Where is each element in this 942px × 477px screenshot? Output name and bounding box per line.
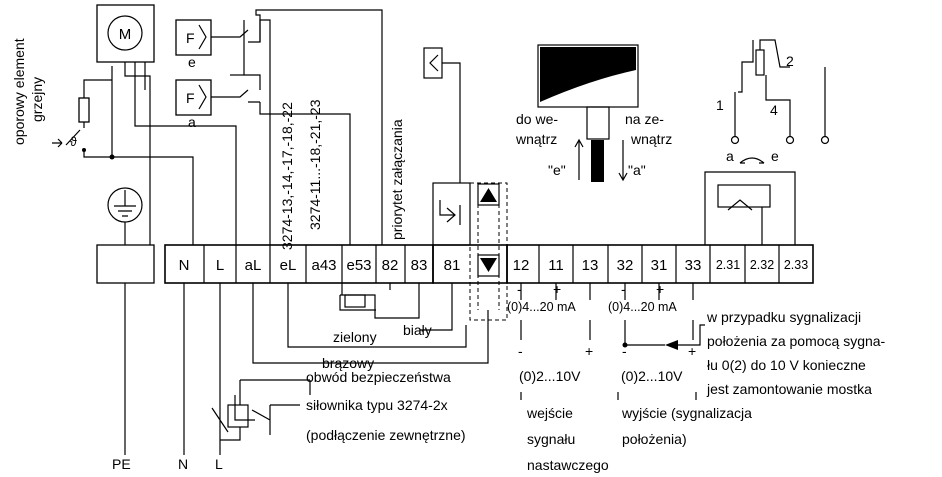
pot-dir-a: a: [726, 148, 734, 164]
vertical-label-group2: 3274-11...-18,-21,-23: [307, 99, 323, 230]
terminal-82: 82: [382, 257, 399, 274]
heater-label-line1: oporowy element: [11, 38, 27, 145]
input-label-line2: sygnału: [527, 431, 575, 447]
safety-line1: obwód bezpieczeństwa: [306, 369, 451, 385]
valve-inward-arrow-label: "e": [548, 162, 566, 178]
wire-green-label: zielony: [333, 329, 377, 345]
valve-outward-arrow-label: "a": [628, 162, 646, 178]
vertical-label-group1: 3274-13,-14,-17,-18,-22: [279, 102, 295, 250]
terminal-2-33: 2.33: [784, 258, 808, 272]
valve-outward-line2: wnątrz: [630, 131, 672, 147]
safety-line3: (podłączenie zewnętrzne): [306, 427, 466, 443]
input-label-line1: wejście: [526, 405, 573, 421]
pot-dir-e: e: [771, 148, 779, 164]
motor-box: [96, 4, 155, 63]
vertical-label-priority: priorytet załączania: [389, 119, 405, 240]
outward-arrow-icon: [618, 140, 628, 182]
out-voltage-minus: -: [622, 343, 627, 359]
heater-theta: ϑ: [70, 135, 77, 149]
bottom-wiring: [124, 283, 489, 455]
wire-brown-label: brązowy: [322, 355, 374, 371]
limit-switch-bottom-arrow: [198, 84, 207, 110]
pot-pin-2: 2: [786, 53, 794, 69]
terminal-e53: e53: [346, 257, 371, 274]
safety-line2: siłownika typu 3274-2x: [306, 397, 448, 413]
pot-pin-1: 1: [716, 97, 724, 113]
limit-switch-top-arrow: [198, 24, 207, 50]
terminal-81: 81: [444, 257, 461, 274]
bottom-terminal-n: N: [178, 456, 188, 472]
pot-rotation-arrow-icon: [739, 157, 765, 164]
terminal-83: 83: [411, 257, 428, 274]
signal-wiring: [520, 283, 705, 350]
in-current-minus: -: [517, 281, 522, 297]
valve-body: [537, 44, 639, 182]
note-line4: jest zamontowanie mostka: [706, 381, 872, 397]
terminal-2-32: 2.32: [750, 258, 774, 272]
pot-pin-4: 4: [770, 102, 778, 118]
note-line2: położenia za pomocą sygna-: [707, 333, 886, 349]
bottom-terminal-pe: PE: [112, 456, 131, 472]
limit-switch-bottom-label: F: [186, 90, 195, 106]
out-current-minus: -: [621, 281, 626, 297]
terminal-11: 11: [548, 257, 564, 274]
limit-switch-a-label: a: [188, 114, 196, 130]
switch-wiring: [124, 9, 383, 245]
output-label-line1: wyjście (sygnalizacja: [621, 405, 752, 421]
heater-label-line2: grzejny: [29, 77, 45, 122]
heater-element: [52, 66, 194, 245]
input-label-line3: nastawczego: [527, 457, 609, 473]
terminal-31: 31: [651, 257, 668, 274]
out-voltage-plus: +: [688, 343, 696, 359]
terminal-33: 33: [685, 257, 702, 274]
ground-icon: [107, 187, 143, 245]
limit-switch-e-label: e: [188, 54, 196, 70]
in-voltage-minus: -: [518, 343, 523, 359]
terminal-2-31: 2.31: [716, 258, 740, 272]
terminal-eL: eL: [280, 257, 297, 274]
motor-circle: [107, 15, 143, 51]
output-label-line2: położenia): [622, 431, 687, 447]
pe-terminal-box: [96, 244, 155, 284]
in-current-plus: +: [553, 281, 561, 297]
terminal-32: 32: [617, 257, 634, 274]
valve-inward-line1: do we-: [516, 111, 558, 127]
terminal-strip-right: [506, 244, 814, 284]
valve-inward-line2: wnątrz: [515, 131, 557, 147]
potentiometer-icon: [730, 39, 830, 145]
note-line3: łu 0(2) do 10 V konieczne: [707, 357, 866, 373]
bottom-terminal-l: L: [215, 456, 223, 472]
output-current-label: (0)4...20 mA: [608, 300, 677, 314]
valve-outward-line1: na ze-: [625, 111, 664, 127]
terminal-dividers: [203, 245, 780, 283]
motor-symbol: M: [119, 26, 132, 43]
input-voltage-label: (0)2...10V: [519, 368, 581, 384]
terminal-a43: a43: [311, 257, 336, 274]
terminal-13: 13: [582, 257, 599, 274]
output-voltage-label: (0)2...10V: [621, 368, 683, 384]
signalling-unit: [432, 182, 508, 321]
note-line1: w przypadku sygnalizacji: [706, 309, 861, 325]
terminal-aL: aL: [245, 257, 262, 274]
terminal-12: 12: [513, 257, 530, 274]
wire-white-label: biały: [403, 322, 432, 338]
terminal-L: L: [216, 257, 224, 274]
terminal-labels: N L aL eL a43 e53 82 83 81 12 11 13 32 3…: [179, 257, 809, 274]
signalling-sensor-icon: [423, 47, 461, 183]
signal-brackets: [520, 392, 697, 400]
input-current-label: (0)4...20 mA: [507, 300, 576, 314]
inward-arrow-icon: [574, 138, 584, 180]
in-voltage-plus: +: [585, 343, 593, 359]
limit-switch-top-label: F: [186, 30, 195, 46]
terminal-N: N: [179, 257, 190, 274]
out-current-plus: +: [656, 281, 664, 297]
position-potentiometer: [704, 171, 796, 245]
